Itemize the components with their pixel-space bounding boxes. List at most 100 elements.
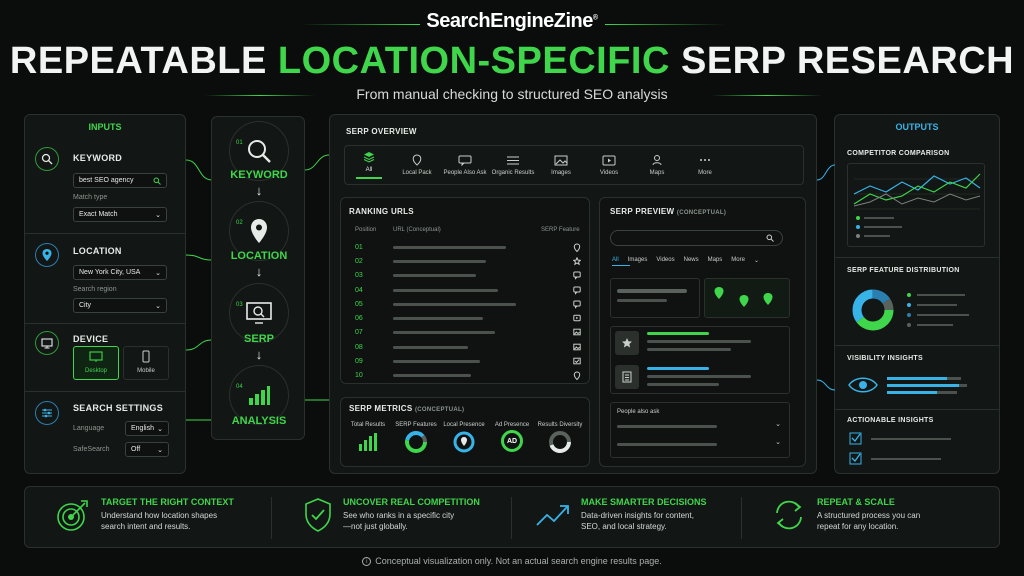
match-type-select[interactable]: Exact Match⌄ bbox=[73, 207, 167, 222]
tab-local-pack[interactable]: Local Pack bbox=[393, 154, 441, 176]
device-desktop-button[interactable]: Desktop bbox=[73, 346, 119, 380]
language-select[interactable]: English⌄ bbox=[125, 421, 169, 436]
rank-position: 07 bbox=[355, 329, 363, 337]
preview-tab-news[interactable]: News bbox=[683, 257, 699, 263]
serp-overview-heading: SERP OVERVIEW bbox=[346, 127, 417, 136]
device-mobile-label: Mobile bbox=[137, 368, 155, 374]
preview-tab-videos[interactable]: Videos bbox=[656, 257, 675, 263]
keyword-section bbox=[35, 147, 59, 171]
donut-icon bbox=[549, 431, 571, 453]
tab-videos[interactable]: Videos bbox=[585, 155, 633, 176]
refresh-icon bbox=[776, 500, 802, 530]
divider bbox=[511, 497, 512, 539]
map-pins-icon bbox=[714, 287, 773, 307]
serp-feature-icon bbox=[573, 371, 581, 381]
list-icon bbox=[507, 156, 519, 164]
competitor-heading: COMPETITOR COMPARISON bbox=[847, 150, 950, 157]
flow-connectors bbox=[305, 154, 329, 401]
col-url: URL (Conceptual) bbox=[393, 227, 441, 233]
preview-tab-images[interactable]: Images bbox=[627, 257, 648, 263]
tab-images[interactable]: Images bbox=[537, 155, 585, 176]
table-row: 01 bbox=[355, 240, 585, 254]
device-label: DEVICE bbox=[73, 334, 109, 344]
star-icon bbox=[615, 331, 639, 355]
rank-position: 08 bbox=[355, 343, 363, 351]
metric-local-presence: Local Presence bbox=[441, 422, 487, 456]
flow-label-location: LOCATION bbox=[230, 250, 288, 262]
subtitle-line-left bbox=[205, 95, 315, 96]
col-position: Position bbox=[355, 227, 377, 233]
serp-preview-heading: SERP PREVIEW (CONCEPTUAL) bbox=[610, 207, 727, 216]
chevron-down-icon[interactable]: ⌄ bbox=[775, 421, 781, 428]
divider bbox=[25, 233, 185, 234]
serp-feature-icon bbox=[573, 343, 581, 352]
location-label: LOCATION bbox=[73, 246, 122, 256]
distribution-heading: SERP FEATURE DISTRIBUTION bbox=[847, 267, 960, 274]
chat-icon bbox=[458, 155, 472, 166]
tab-all[interactable]: All bbox=[345, 151, 393, 179]
tab-more[interactable]: More bbox=[681, 154, 729, 176]
device-desktop-label: Desktop bbox=[84, 368, 107, 374]
preview-tab-all[interactable]: All bbox=[612, 257, 619, 263]
location-pin-icon bbox=[35, 243, 59, 267]
location-pin-icon bbox=[251, 219, 267, 243]
input-connectors bbox=[186, 159, 212, 421]
divider bbox=[835, 345, 999, 346]
output-connectors bbox=[817, 164, 835, 391]
info-icon: i bbox=[362, 557, 372, 567]
keyword-label: KEYWORD bbox=[73, 153, 123, 163]
url-bar bbox=[393, 317, 483, 321]
chevron-down-icon: ⌄ bbox=[155, 302, 161, 310]
arrow-down-icon: ↓ bbox=[255, 347, 263, 362]
col-feature: SERP Feature bbox=[541, 227, 580, 233]
url-bar bbox=[393, 345, 468, 349]
rank-position: 10 bbox=[355, 372, 363, 380]
divider bbox=[835, 257, 999, 258]
search-region-select[interactable]: City⌄ bbox=[73, 298, 167, 313]
flow-label-keyword: KEYWORD bbox=[230, 169, 288, 181]
flow-step-analysis: 04 bbox=[229, 365, 289, 425]
sliders-icon bbox=[35, 401, 59, 425]
brand-line-left bbox=[300, 24, 420, 25]
outputs-heading: OUTPUTS bbox=[895, 122, 939, 132]
chevron-down-icon[interactable]: ⌄ bbox=[775, 439, 781, 446]
tab-maps[interactable]: Maps bbox=[633, 154, 681, 176]
rank-position: 06 bbox=[355, 315, 363, 323]
rank-position: 02 bbox=[355, 257, 363, 265]
url-bar bbox=[393, 245, 506, 249]
device-mobile-button[interactable]: Mobile bbox=[123, 346, 169, 380]
tab-people-also-ask[interactable]: People Also Ask bbox=[441, 155, 489, 176]
search-icon bbox=[153, 177, 161, 185]
serp-feature-icon bbox=[573, 286, 581, 295]
actionable-heading: ACTIONABLE INSIGHTS bbox=[847, 417, 934, 424]
preview-tab-maps[interactable]: Maps bbox=[707, 257, 723, 263]
monitor-icon bbox=[35, 331, 59, 355]
safesearch-select[interactable]: Off⌄ bbox=[125, 442, 169, 457]
divider bbox=[741, 497, 742, 539]
location-select[interactable]: New York City, USA⌄ bbox=[73, 265, 167, 280]
inputs-heading: INPUTS bbox=[88, 122, 122, 132]
preview-search-bar[interactable] bbox=[610, 230, 783, 246]
table-row: 07 bbox=[355, 326, 585, 340]
serp-overview-panel: SERP OVERVIEW All Local Pack People Also… bbox=[329, 114, 817, 474]
competitor-chart bbox=[847, 163, 985, 247]
divider bbox=[271, 497, 272, 539]
serp-feature-icon bbox=[573, 300, 581, 309]
table-row: 10 bbox=[355, 369, 585, 383]
metric-serp-features: SERP Features bbox=[393, 422, 439, 456]
keyword-input[interactable]: best SEO agency bbox=[73, 173, 167, 188]
language-label: Language bbox=[73, 425, 105, 432]
layers-icon bbox=[363, 152, 375, 163]
serp-feature-icon bbox=[573, 256, 581, 266]
location-pin-icon bbox=[412, 154, 422, 166]
url-bar bbox=[393, 288, 498, 292]
tab-organic-results[interactable]: Organic Results bbox=[489, 155, 537, 176]
eye-icon bbox=[848, 377, 967, 394]
preview-tab-more[interactable]: More bbox=[731, 257, 745, 263]
ranking-urls-heading: RANKING URLS bbox=[349, 207, 414, 216]
location-ring-icon bbox=[453, 431, 475, 453]
